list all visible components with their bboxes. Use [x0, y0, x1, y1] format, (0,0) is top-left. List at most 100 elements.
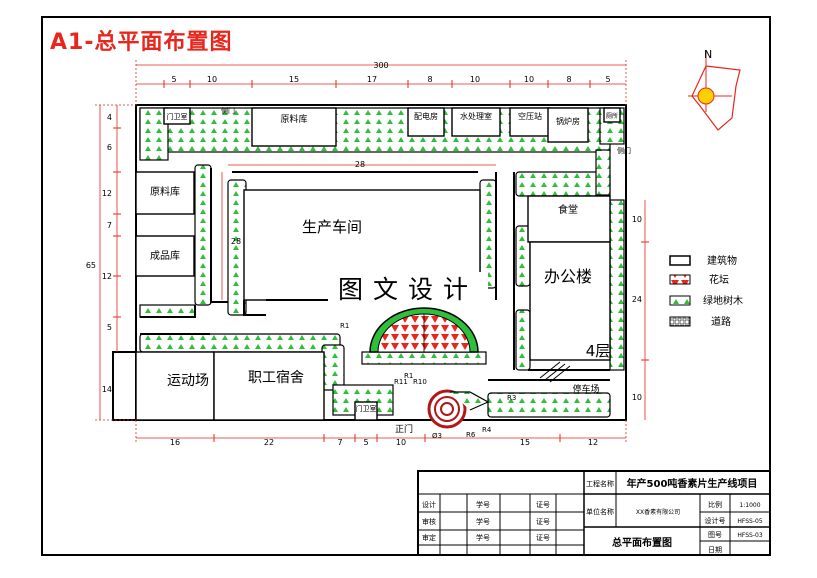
page-title: A1-总平面布置图	[50, 30, 233, 55]
label-r4: R4	[482, 426, 492, 434]
dim-top-4: 17	[367, 75, 377, 84]
compass: N	[688, 48, 741, 131]
dim-right-2: 24	[632, 295, 642, 304]
dim-left-3: 12	[102, 189, 112, 198]
power-room	[407, 107, 445, 137]
tb-drawing-name: 总平面布置图	[612, 536, 672, 549]
dim-left-4: 7	[107, 221, 112, 230]
tb-drawing-no: HFSS-03	[737, 532, 762, 539]
label-raw-store-left: 原料库	[150, 185, 180, 198]
tb-role-approve: 审定	[422, 533, 436, 542]
tb-cert-label-1: 证号	[536, 501, 550, 509]
label-r6: R6	[466, 431, 476, 439]
green-belt-canteen-side	[595, 149, 611, 196]
label-sports: 运动场	[167, 373, 209, 389]
green-belt-mid-lower	[139, 333, 341, 353]
dim-inner-top: 28	[355, 160, 365, 169]
dim-bottom-6: 15	[520, 438, 530, 447]
dim-bottom-4: 5	[363, 438, 368, 447]
label-office: 办公楼	[544, 267, 592, 286]
toilet	[603, 107, 621, 123]
dim-left-7: 14	[102, 385, 112, 394]
watermark-text: 图文设计	[338, 275, 478, 304]
tb-project-label: 工程名称	[586, 479, 614, 488]
tb-no-label-2: 学号	[476, 517, 490, 526]
flowerbed-plaza	[369, 307, 479, 353]
office-building	[529, 241, 611, 361]
tb-role-review: 审核	[422, 517, 436, 526]
product-store	[135, 235, 195, 277]
watermark: 图文设计	[328, 272, 488, 306]
dim-left-total: 65	[86, 261, 96, 270]
dim-top-6: 10	[470, 75, 480, 84]
canteen	[527, 195, 611, 243]
sheet-border	[41, 16, 771, 556]
tb-unit-name: XX香素有限公司	[636, 508, 680, 516]
label-side-gate-top: 侧门	[221, 106, 235, 115]
boiler-room	[547, 107, 589, 143]
label-product-store: 成品库	[150, 249, 180, 262]
label-r11: R11	[394, 378, 408, 386]
label-raw-store-top: 原料库	[280, 113, 307, 125]
dimension-texts: 300 5 10 15 17 8 10 10 8 5 16 22 7 5 10 …	[86, 61, 642, 447]
label-guard-top: 门卫室	[167, 112, 188, 121]
tb-design-no: HFSS-05	[737, 518, 762, 525]
label-workshop: 生产车间	[302, 218, 362, 236]
tb-project-name: 年产500吨香素片生产线项目	[627, 477, 758, 490]
dim-bottom-3: 7	[337, 438, 342, 447]
dim-top-9: 5	[605, 75, 610, 84]
dim-top-7: 10	[524, 75, 534, 84]
label-parking: 停车场	[572, 383, 599, 395]
building-labels: 门卫室 侧门 原料库 配电房 水处理室 空压站 锅炉房 厕所 侧门 原料库 成品…	[150, 106, 631, 440]
green-belts	[139, 107, 625, 418]
green-belt-bottom-left	[321, 344, 345, 391]
roundabout	[427, 389, 490, 429]
road-edges	[140, 168, 610, 381]
tb-cert-label-3: 证号	[536, 534, 550, 542]
sports-field	[135, 351, 215, 421]
tb-role-design: 设计	[422, 500, 436, 509]
label-floors: 4层	[586, 342, 611, 360]
tb-drawing-no-label: 图号	[708, 531, 722, 539]
dim-left-2: 6	[107, 143, 112, 152]
compressor-station	[509, 107, 551, 137]
legend-building-label: 建筑物	[707, 254, 737, 267]
tb-date-label: 日期	[708, 546, 722, 554]
label-water-room: 水处理室	[460, 111, 492, 121]
guard-room-top	[163, 107, 191, 125]
dim-top-8: 8	[566, 75, 571, 84]
label-canteen: 食堂	[558, 203, 578, 216]
dim-left-1: 4	[107, 113, 112, 122]
label-boiler: 锅炉房	[556, 116, 580, 126]
dim-bottom-5: 10	[396, 438, 406, 447]
dim-bottom-1: 16	[170, 438, 180, 447]
label-d3: Ø3	[432, 432, 442, 440]
staff-dormitory	[213, 351, 325, 421]
dim-bottom-7: 12	[588, 438, 598, 447]
tb-design-no-label: 设计号	[705, 516, 726, 525]
dim-right-3: 10	[632, 393, 642, 402]
raw-material-store-top	[251, 107, 337, 147]
dim-bottom-2: 22	[264, 438, 274, 447]
label-r1-a: R1	[340, 322, 349, 330]
dim-right-1: 10	[632, 215, 642, 224]
legend-road-swatch	[669, 316, 691, 327]
dim-top-total: 300	[373, 61, 388, 70]
guard-room-bottom	[354, 401, 378, 421]
label-compressor: 空压站	[518, 111, 542, 121]
label-r10: R10	[413, 378, 427, 386]
label-power-room: 配电房	[414, 111, 438, 121]
green-belt-office-lower	[515, 309, 531, 371]
legend-flowerbed-swatch	[669, 274, 691, 285]
dim-top-2: 10	[207, 75, 217, 84]
green-belt-bottom-right	[487, 392, 611, 418]
dim-top-5: 8	[427, 75, 432, 84]
legend-building-swatch	[669, 255, 691, 266]
tb-no-label-1: 学号	[476, 500, 490, 509]
dim-left-6: 5	[107, 323, 112, 332]
label-guard-bottom: 门卫室	[356, 404, 377, 413]
label-r3: R3	[507, 394, 516, 402]
tb-no-label-3: 学号	[476, 533, 490, 542]
legend-road-label: 道路	[711, 315, 731, 328]
